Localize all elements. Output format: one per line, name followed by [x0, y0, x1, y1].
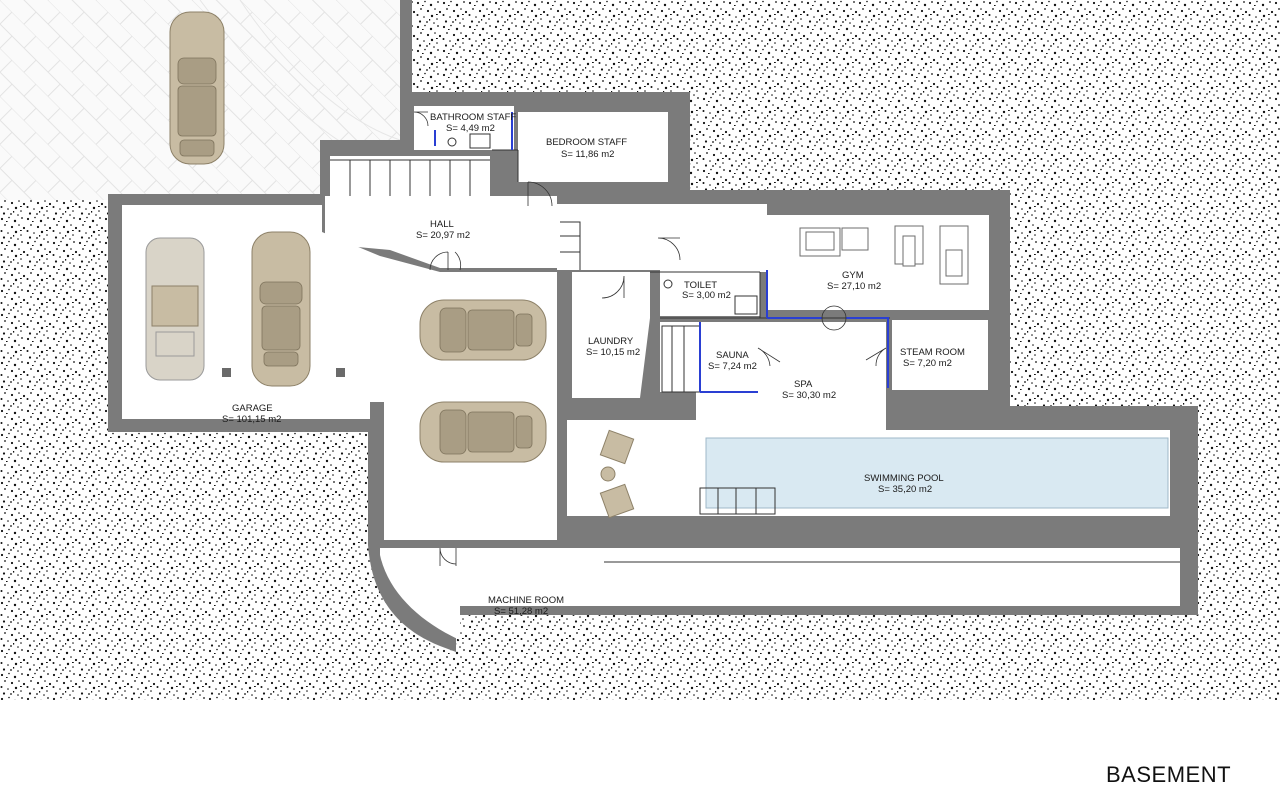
columns	[222, 368, 345, 377]
room-area-toilet: S= 3,00 m2	[682, 290, 731, 301]
room-name-sauna: SAUNA	[716, 350, 749, 361]
room-area-hall: S= 20,97 m2	[416, 230, 470, 241]
room-area-laundry: S= 10,15 m2	[586, 347, 640, 358]
doors	[413, 111, 887, 566]
room-area-garage: S= 101,15 m2	[222, 414, 281, 425]
drawing-title: BASEMENT	[1106, 762, 1231, 786]
bathroom-fixtures	[447, 133, 758, 315]
room-name-toilet: TOILET	[684, 280, 717, 291]
room-name-swimming-pool: SWIMMING POOL	[864, 473, 944, 484]
room-area-sauna: S= 7,24 m2	[708, 361, 757, 372]
room-name-garage: GARAGE	[232, 403, 273, 414]
car-hall-2	[419, 401, 547, 463]
car-hall-1	[419, 299, 547, 361]
spa-furniture	[599, 429, 635, 519]
car-garage-2	[251, 231, 311, 387]
room-name-steam-room: STEAM ROOM	[900, 347, 965, 358]
room-area-spa: S= 30,30 m2	[782, 390, 836, 401]
car-garage-1	[145, 237, 205, 381]
room-area-steam-room: S= 7,20 m2	[903, 358, 952, 369]
room-area-bathroom-staff: S= 4,49 m2	[446, 123, 495, 134]
room-area-swimming-pool: S= 35,20 m2	[878, 484, 932, 495]
room-name-gym: GYM	[842, 270, 864, 281]
room-name-machine-room: MACHINE ROOM	[488, 595, 564, 606]
room-area-gym: S= 27,10 m2	[827, 281, 881, 292]
room-name-laundry: LAUNDRY	[588, 336, 634, 347]
car-driveway	[169, 11, 225, 165]
room-area-machine-room: S= 51,28 m2	[494, 606, 548, 617]
staircase	[330, 159, 701, 393]
room-labels: BATHROOM STAFF S= 4,49 m2 BEDROOM STAFF …	[222, 112, 965, 617]
room-name-bathroom-staff: BATHROOM STAFF	[430, 112, 516, 123]
room-name-hall: HALL	[430, 219, 454, 230]
room-name-spa: SPA	[794, 379, 813, 390]
swimming-pool-basin	[699, 437, 1169, 515]
glass-partitions	[434, 112, 889, 393]
room-area-bedroom-staff: S= 11,86 m2	[561, 149, 614, 160]
room-name-bedroom-staff: BEDROOM STAFF	[546, 137, 627, 148]
gym-equipment	[799, 225, 969, 285]
